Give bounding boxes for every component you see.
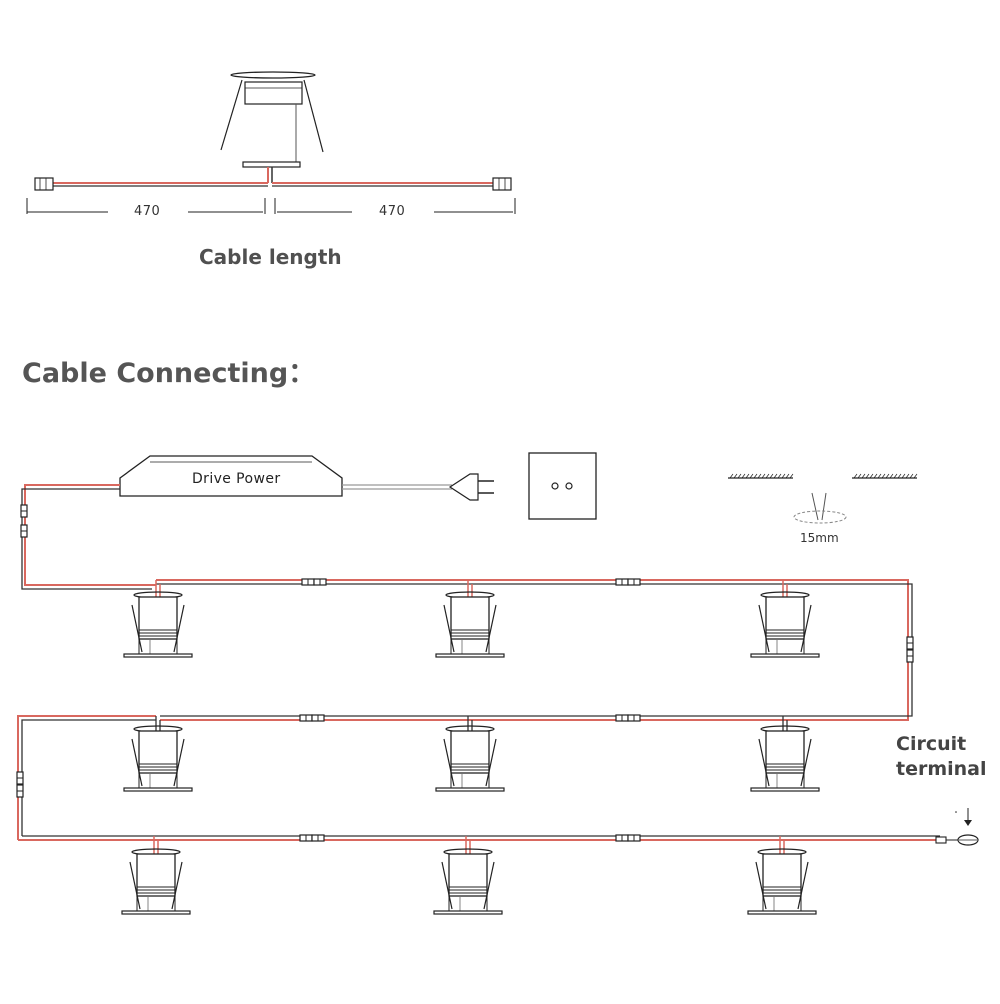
ceiling-hole-icon <box>728 473 918 524</box>
arrow-down-icon <box>955 808 972 826</box>
lamp <box>123 591 193 658</box>
lamp <box>123 725 193 792</box>
drive-power-unit <box>119 455 452 497</box>
section-title: Cable Connecting： <box>22 358 316 389</box>
lamp <box>121 848 191 915</box>
circuit-terminal-icon <box>935 834 979 846</box>
lamp <box>750 725 820 792</box>
lamp <box>435 725 505 792</box>
lamp <box>433 848 503 915</box>
lamp-row-1 <box>123 591 820 658</box>
plug-icon <box>448 473 494 501</box>
cable-length-illustration <box>26 71 516 214</box>
lamp-row-2 <box>123 725 820 792</box>
lamp-row-3 <box>121 848 817 915</box>
terminal-label-line1: Circuit <box>896 733 967 755</box>
lamp <box>435 591 505 658</box>
wall-socket-icon <box>528 452 597 520</box>
left-length-label: 470 <box>134 204 161 219</box>
lamp <box>750 591 820 658</box>
driver-label: Drive Power <box>192 471 281 487</box>
terminal-label: Circuit terminal <box>896 732 987 782</box>
right-length-label: 470 <box>379 204 406 219</box>
lamp <box>747 848 817 915</box>
hole-size-label: 15mm <box>800 531 839 545</box>
terminal-label-line2: terminal <box>896 758 987 780</box>
cable-length-caption: Cable length <box>199 245 342 269</box>
